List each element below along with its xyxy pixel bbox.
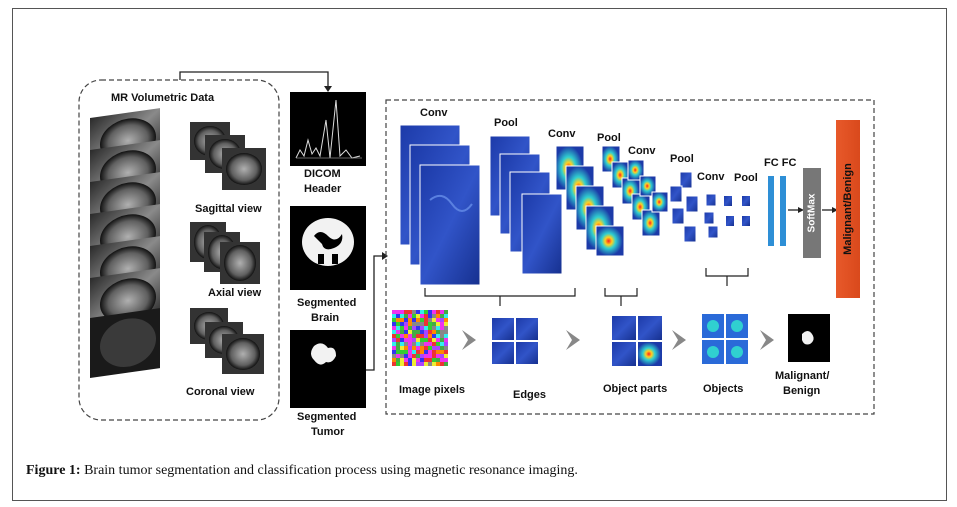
output-box [836,120,860,298]
cnn-panel [385,99,875,415]
segmented-brain-image [290,206,366,290]
result-label-2: Benign [783,385,821,397]
pool3-label: Pool [670,153,694,165]
conv2-stack [555,145,625,257]
arrow-chevron-2 [566,330,580,350]
pool3-stack [669,171,699,243]
arrow-chevron-3 [672,330,686,350]
caption-text: Brain tumor segmentation and classificat… [80,463,578,478]
sagittal-label: Sagittal view [195,203,262,215]
fc-layer-1 [768,176,774,246]
mri-slice-stack [90,108,160,378]
pool2-label: Pool [597,132,621,144]
seg-brain-label-2: Brain [311,312,340,324]
seg-brain-label-1: Segmented [297,297,357,309]
fc-label: FC FC [764,157,797,169]
dicom-label-1: DICOM [304,168,341,180]
conv1-stack [399,124,481,286]
sagittal-stack [190,122,266,190]
dicom-header-plot [290,92,366,166]
seg-tumor-label-2: Tumor [311,426,345,438]
result-image [788,314,830,362]
conv2-label: Conv [548,128,576,140]
pool1-label: Pool [494,117,518,129]
conv1-label: Conv [420,107,448,119]
objects-grid [702,314,748,364]
object-parts-grid [612,316,662,366]
result-label-1: Malignant/ [775,370,830,382]
conv3-stack [627,159,669,213]
brackets [424,268,749,306]
dicom-label-2: Header [304,183,342,195]
arrow-chevron-4 [760,330,774,350]
output-label: Malignant/Benign [842,163,854,255]
edges-label: Edges [513,389,547,401]
object-parts-label: Object parts [603,383,668,395]
coronal-stack [190,308,264,374]
mr-data-panel [78,79,280,421]
objects-label: Objects [703,383,744,395]
fc-layer-2 [780,176,786,246]
pool4-stack [724,196,750,226]
softmax-label: SoftMax [806,193,818,233]
figure-frame [12,8,947,501]
conv4-label: Conv [697,171,725,183]
seg-tumor-label-1: Segmented [297,411,357,423]
arrow-chevron-1 [462,330,476,350]
coronal-label: Coronal view [186,386,255,398]
image-pixels-label: Image pixels [399,384,466,396]
pool4-label: Pool [734,172,758,184]
segmented-tumor-image [290,330,366,408]
conv3-label: Conv [628,145,656,157]
conv4-stack [703,193,719,239]
mr-volumetric-title: MR Volumetric Data [111,92,215,104]
softmax-box [803,168,821,258]
pool1-stack [489,135,563,275]
caption-label: Figure 1: [26,463,81,478]
axial-stack [190,222,260,284]
pool2-stack [601,145,661,237]
edges-grid [492,318,538,364]
axial-label: Axial view [208,287,262,299]
figure-caption: Figure 1: Brain tumor segmentation and c… [26,463,578,479]
